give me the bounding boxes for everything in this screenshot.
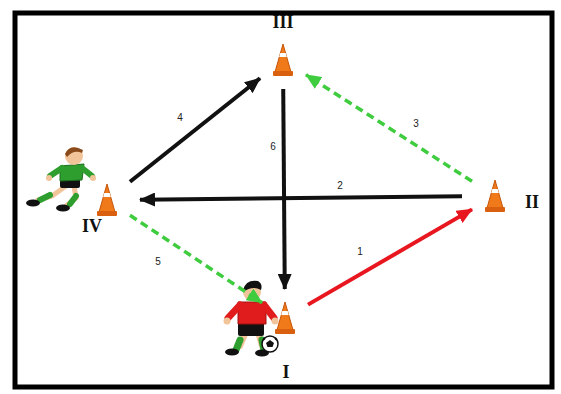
cone-numeral: II <box>525 193 539 211</box>
cone-base <box>275 329 295 334</box>
run-arrow <box>130 215 262 303</box>
cone-stripe <box>103 193 111 197</box>
cone-body <box>275 44 291 72</box>
cone-numeral: III <box>272 13 293 31</box>
run-number: 3 <box>412 119 420 129</box>
green-player <box>26 147 96 212</box>
cone-shape <box>96 183 118 217</box>
run-number: 5 <box>154 257 162 267</box>
cone-marker: I <box>274 301 296 335</box>
run-arrow <box>130 78 260 181</box>
cone-numeral: IV <box>82 217 102 235</box>
run-arrow <box>308 209 472 304</box>
run-arrow <box>140 196 462 199</box>
run-number: 4 <box>176 113 184 123</box>
cone-stripe <box>491 189 499 193</box>
run-number: 1 <box>356 247 364 257</box>
cone-body <box>487 180 503 208</box>
cone-base <box>97 211 117 216</box>
cone-numeral: I <box>282 363 289 381</box>
frame-border <box>15 13 552 387</box>
cone-base <box>273 71 293 76</box>
cone-marker: IV <box>96 183 118 217</box>
cone-shape <box>484 179 506 213</box>
run-number: 2 <box>336 181 344 191</box>
cone-marker: III <box>272 43 294 77</box>
cone-body <box>99 184 115 212</box>
cone-shape <box>274 301 296 335</box>
soccer-ball <box>262 336 278 352</box>
run-arrow <box>306 75 472 181</box>
run-arrow <box>283 89 285 289</box>
cone-shape <box>272 43 294 77</box>
run-number: 6 <box>269 142 277 152</box>
cone-base <box>485 207 505 212</box>
cone-marker: II <box>484 179 506 213</box>
cone-stripe <box>279 53 287 57</box>
cone-body <box>277 302 293 330</box>
red-player <box>224 281 279 357</box>
cone-stripe <box>281 311 289 315</box>
